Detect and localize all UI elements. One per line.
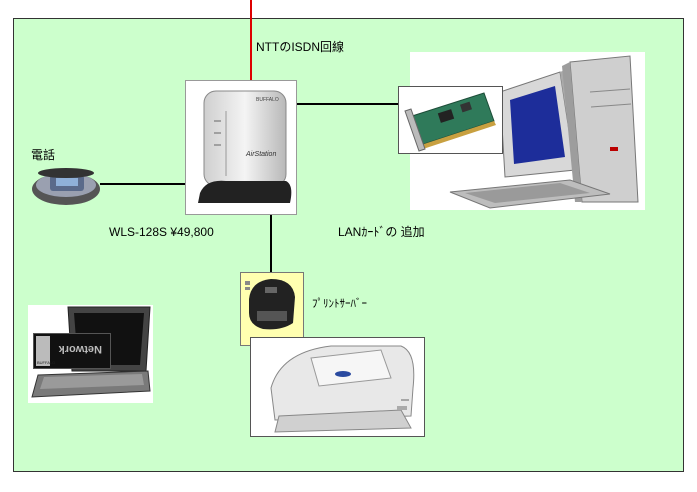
desktop-pc-icon bbox=[449, 55, 639, 209]
router-logo: AirStation bbox=[245, 151, 276, 158]
printer-icon bbox=[270, 345, 415, 433]
router-brand: BUFFALO bbox=[256, 97, 279, 103]
pc-card-icon: Network BUFFALO bbox=[36, 336, 102, 366]
printer-image bbox=[250, 337, 425, 437]
router-image: BUFFALO AirStation bbox=[185, 80, 297, 215]
print-server-label: ﾌﾟﾘﾝﾄｻｰﾊﾞｰ bbox=[312, 298, 367, 310]
pc-card-image: Network BUFFALO bbox=[33, 333, 111, 369]
lan-card-label: LANｶｰﾄﾞの 追加 bbox=[338, 225, 425, 239]
lan-card-icon bbox=[404, 92, 496, 152]
desktop-pc-image bbox=[410, 52, 645, 210]
lan-card-image bbox=[398, 86, 503, 154]
pc-card-brand: BUFFALO bbox=[37, 360, 55, 365]
print-server-icon bbox=[245, 279, 295, 330]
phone-label: 電話 bbox=[31, 148, 56, 162]
isdn-line-label: NTTのISDN回線 bbox=[256, 40, 344, 54]
pc-card-text: Network bbox=[58, 343, 102, 355]
router-icon: BUFFALO AirStation bbox=[198, 90, 292, 203]
print-server-image bbox=[240, 272, 304, 346]
telephone-icon bbox=[32, 168, 100, 205]
router-model-price-label: WLS-128S ¥49,800 bbox=[109, 225, 214, 239]
telephone-image bbox=[30, 165, 102, 207]
